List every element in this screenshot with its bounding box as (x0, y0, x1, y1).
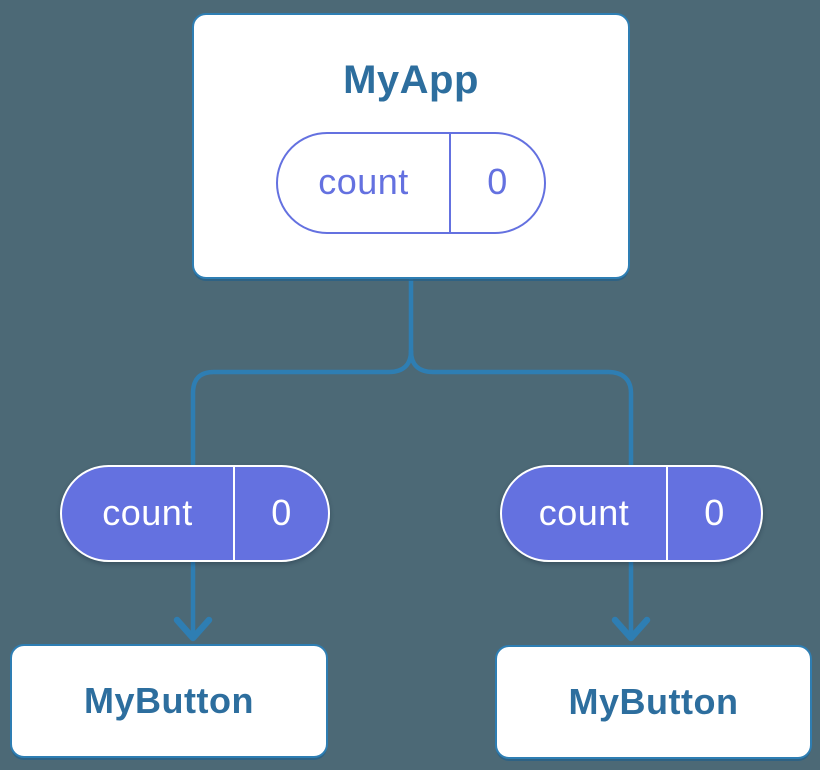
connector-left-branch (190, 348, 414, 637)
prop-pill-right-value: 0 (704, 491, 725, 533)
arrowhead-right-icon (611, 616, 651, 642)
node-myapp: MyApp count 0 (192, 13, 630, 279)
node-mybutton-left: MyButton (10, 644, 328, 758)
prop-pill-left-key: count (102, 491, 193, 533)
prop-pill-right-key: count (538, 491, 630, 533)
state-pill-root-key: count (318, 161, 409, 202)
connector-right-branch (408, 348, 634, 637)
arrowhead-left-icon (173, 616, 213, 642)
prop-pill-left-divider (233, 467, 235, 560)
state-pill-root-value: 0 (487, 161, 508, 202)
prop-pill-right-divider (666, 467, 668, 560)
state-pill-root: count 0 (276, 132, 546, 234)
node-myapp-title: MyApp (343, 58, 479, 102)
prop-pill-left-value: 0 (271, 491, 292, 533)
node-mybutton-left-title: MyButton (84, 680, 254, 722)
state-pill-root-divider (449, 134, 451, 232)
node-mybutton-right-title: MyButton (568, 681, 739, 723)
prop-pill-left: count 0 (60, 465, 330, 562)
prop-pill-right: count 0 (500, 465, 763, 562)
node-mybutton-right: MyButton (495, 645, 812, 759)
